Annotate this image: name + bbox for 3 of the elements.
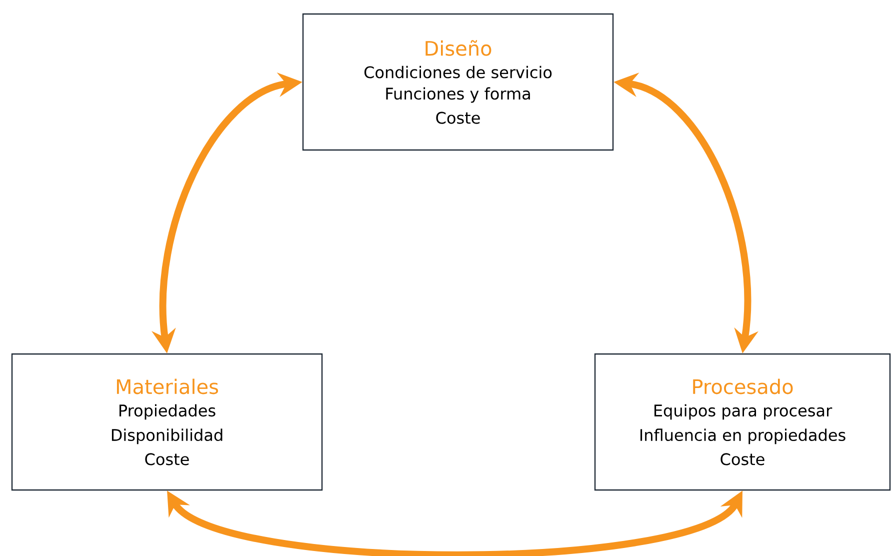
process-box: Procesado Equipos para procesar Influencia en propiedades Coste — [594, 353, 891, 491]
process-box: Diseño Condiciones de servicio Funciones y forma Coste — [302, 13, 614, 151]
process-box: Materiales Propiedades Disponibilidad Coste — [11, 353, 323, 491]
